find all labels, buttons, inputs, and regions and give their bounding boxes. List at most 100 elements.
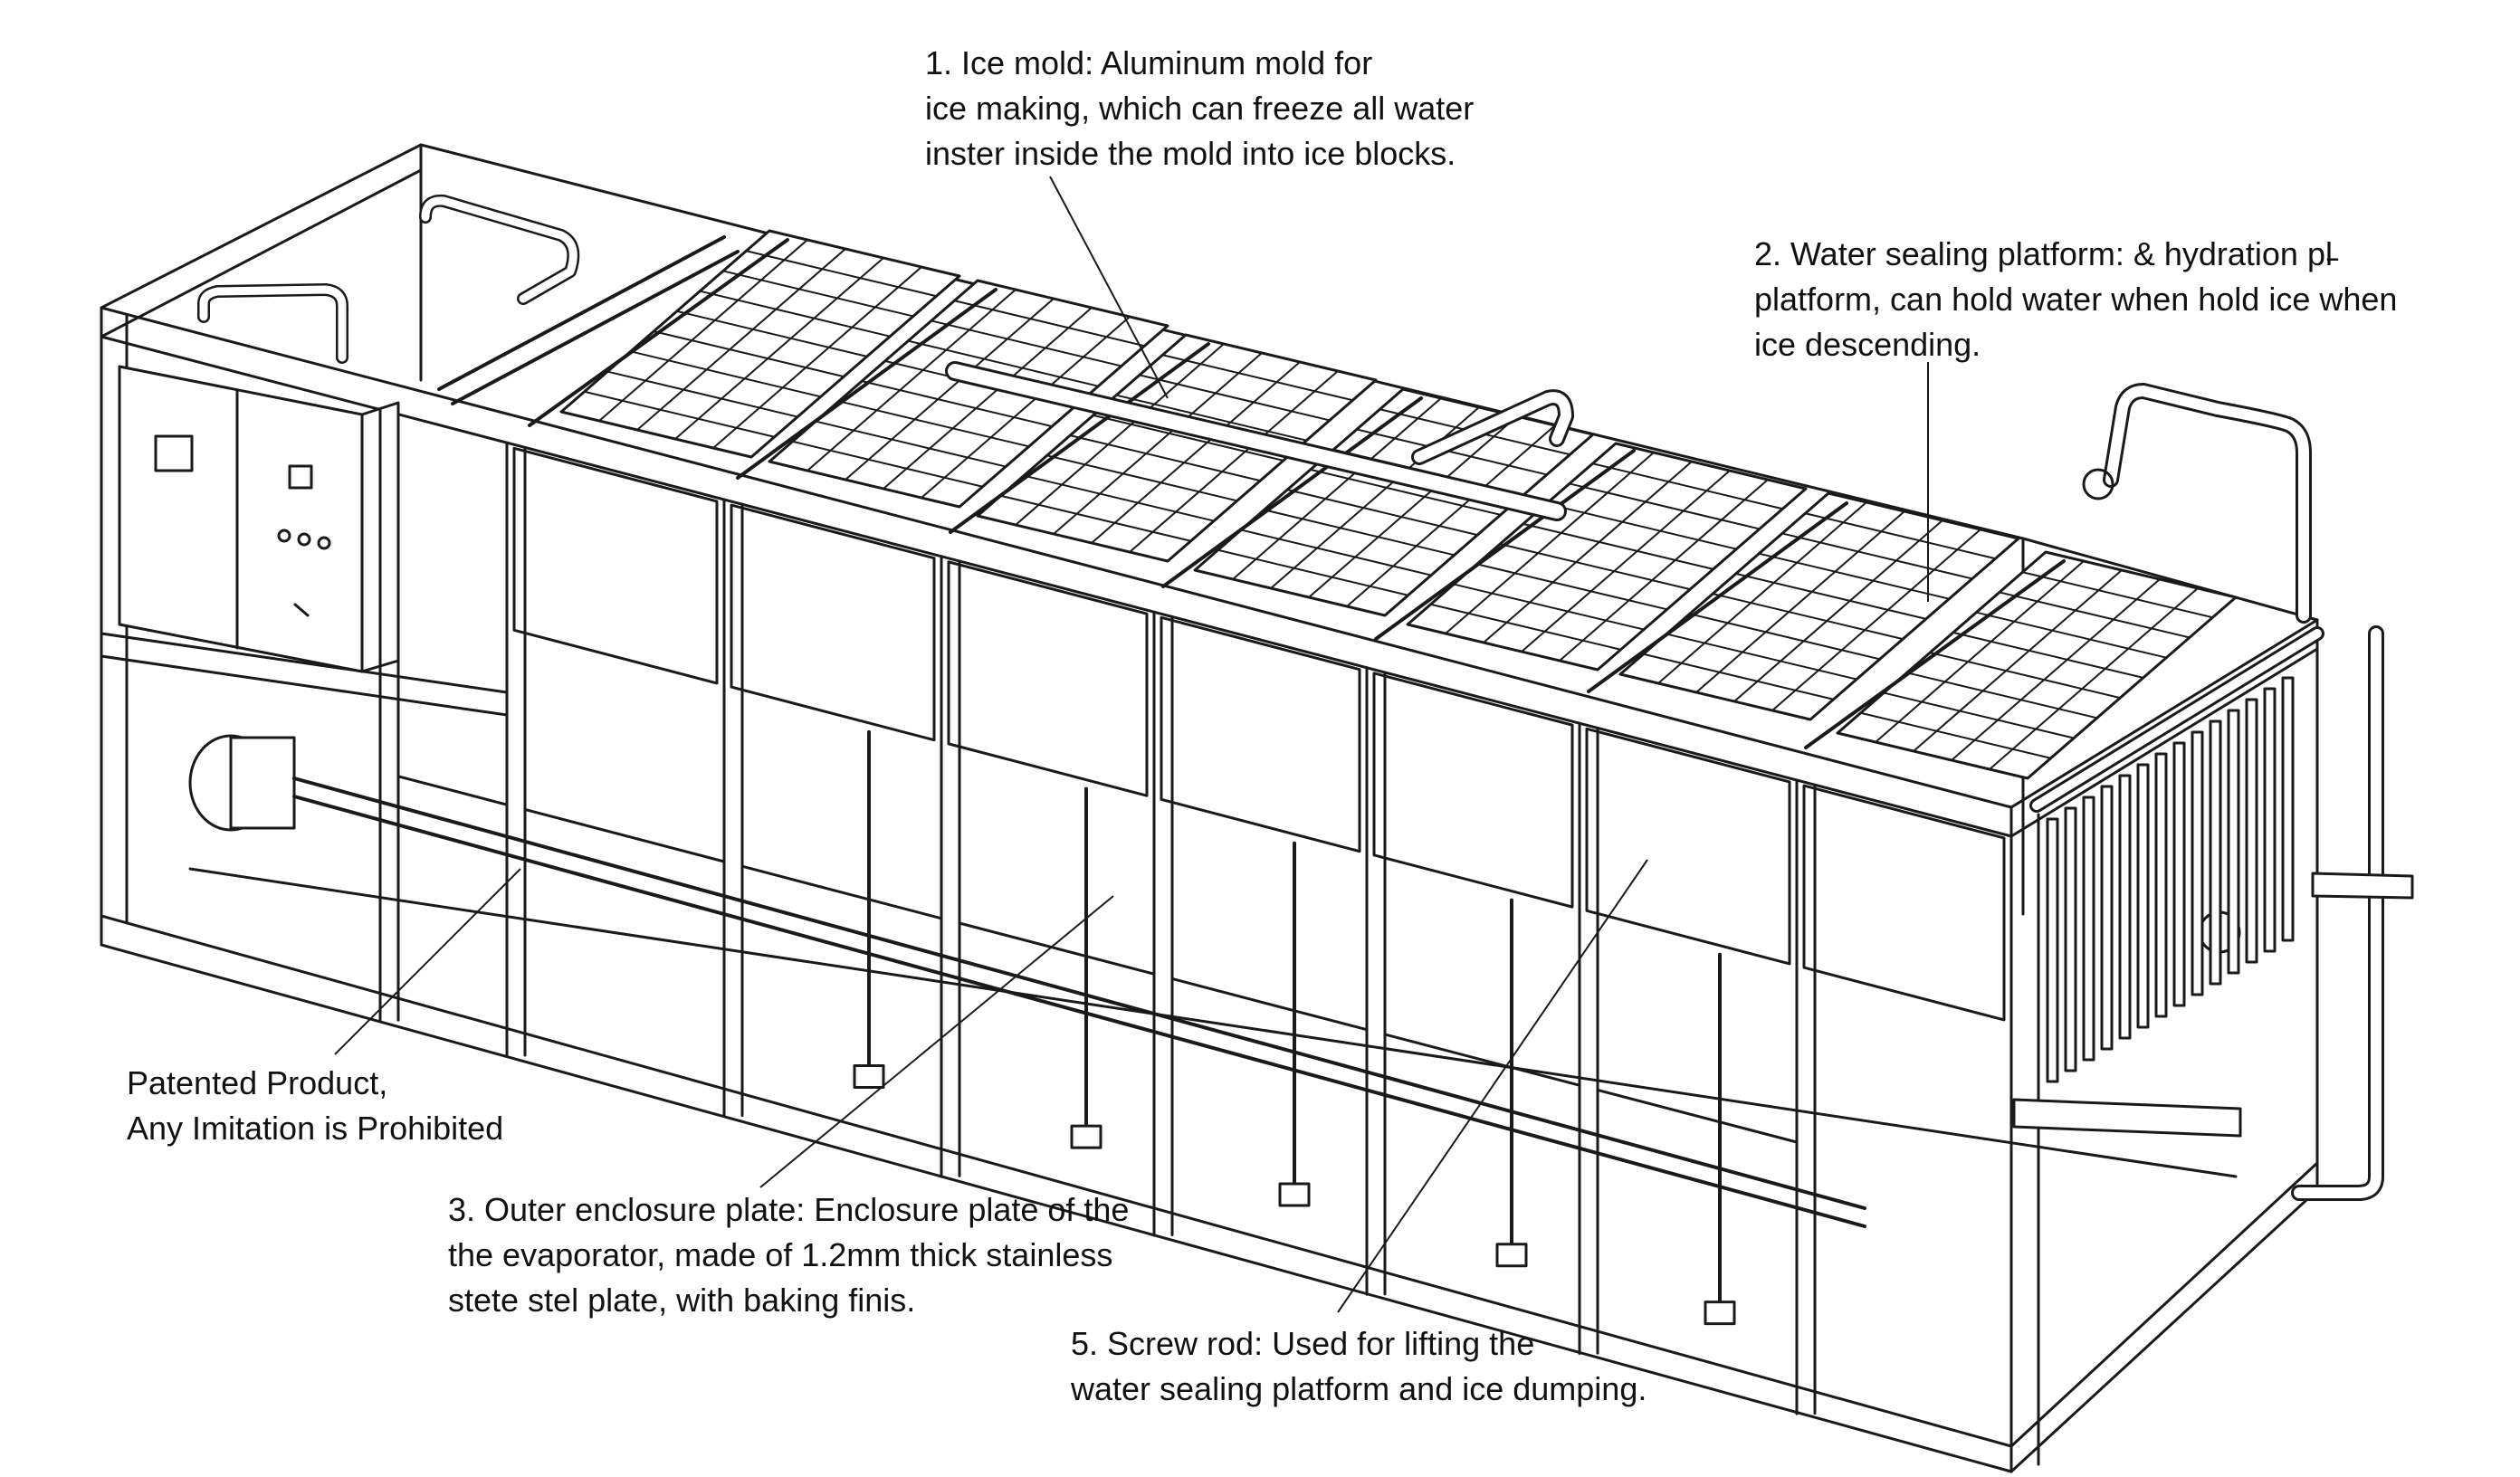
ice-mold-column — [921, 316, 1131, 499]
control-button — [277, 529, 291, 543]
mold-separator-bar — [1161, 396, 1423, 588]
callout-line: Any Imitation is Prohibited — [127, 1110, 504, 1147]
radiator-fin — [2263, 687, 2277, 953]
ice-mold-row — [1092, 414, 1284, 462]
water-sealing-platform — [2012, 1098, 2242, 1138]
inlet-pipe-inner — [199, 285, 347, 362]
ice-mold-row — [1475, 563, 1668, 611]
ice-mold-row — [1734, 572, 1927, 620]
ice-mold-row — [606, 370, 799, 418]
enclosure-panel — [1160, 615, 1361, 853]
ice-mold-row — [1666, 633, 1858, 681]
enclosure-panel — [1802, 784, 2006, 1022]
ice-mold-row — [1998, 591, 2191, 639]
frame-back-bottom-rail — [188, 867, 2238, 1178]
enclosure-panel — [1585, 727, 1791, 966]
frame-lower-rail — [523, 807, 726, 863]
ice-mold-column — [1053, 352, 1263, 535]
ice-mold-row — [1545, 502, 1738, 550]
frame-right-top-crossbar — [2009, 647, 2319, 838]
frame-front-bottom-rail — [100, 943, 2013, 1473]
ice-mold-column — [845, 298, 1055, 481]
frame-right-bottom-rail — [2009, 1188, 2319, 1473]
frame-front-top-rail — [100, 335, 2013, 838]
ice-mold-column — [712, 266, 922, 449]
control-cabinet — [118, 365, 364, 673]
right-riser-pipe-inner — [2105, 386, 2309, 621]
frame-right-top-crossbar — [2021, 537, 2319, 622]
frame-lower-rail — [1383, 1033, 1581, 1087]
ice-mold-row — [1069, 434, 1262, 482]
ice-mold-row — [1568, 482, 1761, 530]
ice-mold-column — [1695, 510, 1905, 693]
frame-lower-rail — [1170, 977, 1369, 1032]
ice-mold-row — [1642, 653, 1835, 700]
frame-front-top-rail — [100, 306, 2013, 809]
mold-separator-bar — [949, 342, 1210, 534]
ice-mold-row — [1499, 543, 1692, 591]
ice-mold-column — [1346, 424, 1556, 607]
callout-line: 2. Water sealing platform: & hydration p… — [1754, 235, 2333, 272]
ice-mold-row — [1453, 583, 1646, 631]
frame-front-bottom-rail — [100, 914, 2013, 1448]
callout-line: 1. Ice mold: Aluminum mold for — [925, 44, 1373, 81]
radiator-fin — [2227, 709, 2240, 975]
ice-mold-row — [1591, 462, 1784, 510]
ice-mold-column — [1015, 343, 1225, 526]
ice-mold-row — [1712, 593, 1904, 641]
radiator-fin — [2046, 817, 2059, 1083]
radiator-fin — [2118, 774, 2132, 1040]
ice-mold-row — [999, 494, 1192, 542]
screw-rod-base — [853, 1064, 885, 1090]
right-drain-pipe-inner — [2294, 628, 2382, 1198]
manifold-header — [437, 235, 726, 391]
radiator-fin — [2245, 698, 2258, 964]
ice-mold-row — [675, 310, 868, 357]
ice-mold-row — [721, 270, 914, 318]
water-sealing-callout: 2. Water sealing platform: & hydration p… — [1754, 232, 2397, 367]
ice-mold-row — [1522, 522, 1714, 570]
radiator-fin — [2281, 676, 2295, 942]
ice-mold-row — [815, 420, 1007, 468]
ice-mold-column — [1559, 479, 1769, 662]
callout-line: the evaporator, made of 1.2mm thick stai… — [448, 1236, 1113, 1273]
enclosure-panel — [947, 560, 1149, 797]
ice-mold-column — [1657, 501, 1867, 684]
screw-rod-base — [1278, 1182, 1311, 1207]
water-sealing-platform — [2311, 872, 2414, 900]
screw-rod-callout: 5. Screw rod: Used for lifting the water… — [1071, 1321, 1647, 1412]
radiator-fin — [2100, 785, 2114, 1051]
callout-line: 3. Outer enclosure plate: Enclosure plat… — [448, 1191, 1130, 1228]
right-drain-pipe — [2291, 625, 2384, 1201]
ice-mold-row — [837, 400, 1030, 448]
control-display — [154, 434, 194, 472]
enclosure-panel — [730, 503, 936, 742]
left-motor-housing — [229, 736, 296, 830]
drive-shaft — [292, 795, 1866, 1228]
manifold-header — [451, 250, 740, 405]
ice-mold-row — [1429, 603, 1622, 651]
ice-mold-row — [1975, 611, 2168, 659]
ice-mold-column — [1445, 452, 1655, 634]
frame-left-top-crossbar — [100, 143, 423, 310]
mold-separator-bar — [736, 288, 998, 480]
leader-patent — [334, 868, 521, 1055]
ice-mold-row — [1309, 468, 1502, 516]
mold-separator-bar — [1587, 501, 1848, 693]
ice-mold-column — [1989, 587, 2199, 770]
ice-mold-column — [1308, 415, 1518, 598]
patent-notice: Patented Product, Any Imitation is Prohi… — [127, 1061, 503, 1151]
ice-mold-row — [1263, 509, 1456, 557]
ice-mold-row — [1952, 631, 2144, 679]
control-display — [288, 464, 313, 490]
outer-enclosure-callout: 3. Outer enclosure plate: Enclosure plat… — [448, 1187, 1129, 1323]
frame-right-bottom-rail — [2009, 1161, 2319, 1448]
mold-separator-bar — [1804, 559, 2066, 749]
frame-lower-rail — [396, 775, 509, 806]
frame-lower-rail — [1596, 1088, 1799, 1144]
ice-mold-column — [636, 248, 846, 431]
right-valve — [2082, 468, 2114, 500]
callout-line: inster inside the mold into ice blocks. — [925, 135, 1456, 172]
ice-mold-column — [674, 257, 884, 440]
